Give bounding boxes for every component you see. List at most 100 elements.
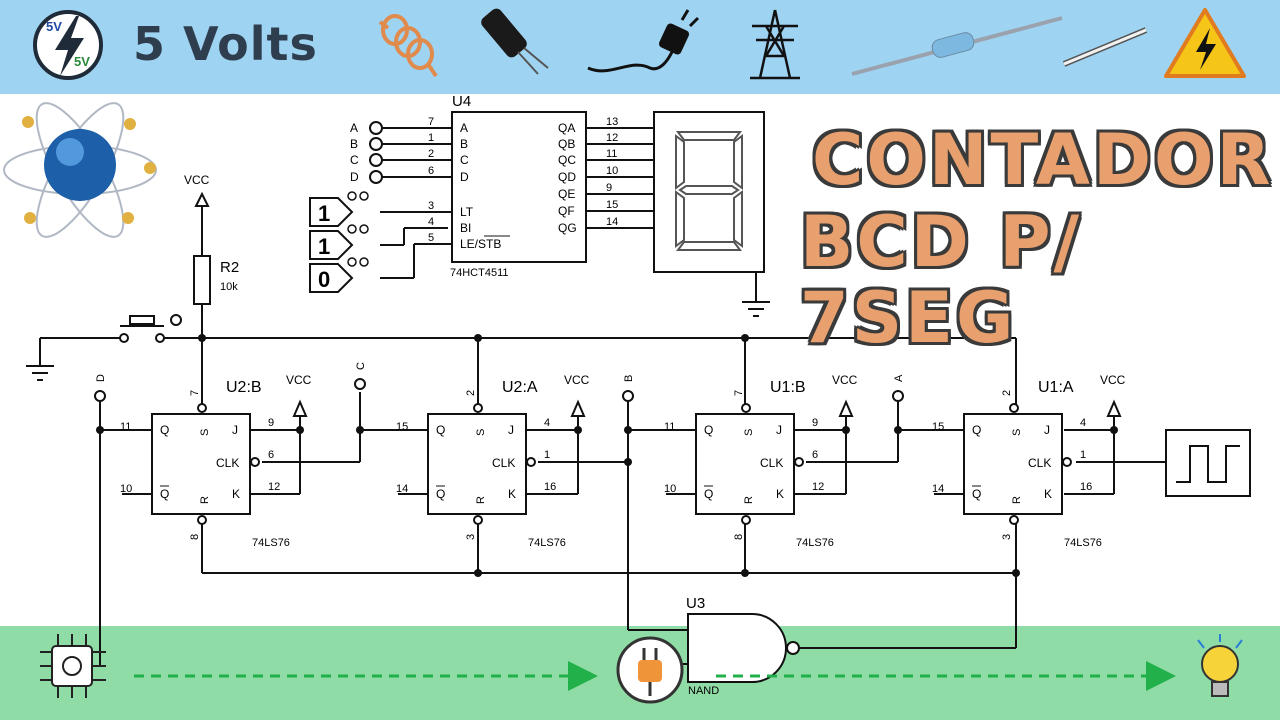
capacitor-icon [481,8,549,75]
pin-number-j: 4 [1080,417,1086,429]
pin-label-s: S [199,429,211,436]
output-probe-terminal [354,378,366,390]
u4-control-pin-BI: 4 [428,216,434,228]
pin-label-k: K [508,487,516,501]
pin-label-q: Q [436,423,445,437]
chip-icon [40,634,106,698]
pin-clk-bubble [1062,457,1072,467]
toggle-up-icon [347,257,357,267]
logic-state-value: 1 [318,234,330,259]
high-voltage-warning-icon [1164,8,1246,78]
pin-number-r: 3 [1001,534,1013,540]
brand-name: 5 Volts [133,17,318,71]
output-net-label: A [893,374,905,382]
pin-number-r: 3 [465,534,477,540]
u4-output-name-QE: QE [558,187,575,201]
pin-clk-bubble [250,457,260,467]
flip-flop-body [963,413,1063,515]
logic-state-source [309,263,354,293]
pin-number-s: 7 [189,390,201,396]
page-title-line-1: CONTADOR [812,119,1274,201]
vcc-arrow [1106,399,1122,417]
flip-flop-part: 74LS76 [252,537,290,549]
pin-label-clk: CLK [760,456,783,470]
u4-output-pin-QG: 14 [606,216,618,228]
pin-number-s: 2 [465,390,477,396]
u4-input-terminal-B [369,137,383,151]
pin-s-bubble [473,403,483,413]
pin-number-qn: 10 [120,483,132,495]
flip-flop-body [427,413,527,515]
ground-symbol-left [26,365,54,381]
u4-output-pin-QB: 12 [606,132,618,144]
logo-bottom-label: 5V [74,54,90,69]
pin-number-q: 15 [396,421,408,433]
pin-number-q: 15 [932,421,944,433]
pin-label-j: J [776,423,782,437]
u4-output-name-QC: QC [558,153,576,167]
u4-input-name-A: A [460,121,468,135]
pin-label-k: K [232,487,240,501]
brand-logo: 5V 5V [33,10,103,80]
vcc-resistor-group: VCC R2 10k [184,173,239,305]
power-tower-icon [750,9,800,80]
flip-flop-ref: U1:B [770,379,806,396]
u4-input-terminal-A [369,121,383,135]
u4-output-pin-QC: 11 [606,148,617,160]
decoder-u4: U4 74HCT4511 [450,93,587,279]
pin-number-k: 12 [812,481,824,493]
pin-label-r: R [1011,496,1023,504]
page-title-line-2: BCD P/ 7SEG [800,201,1083,359]
pin-s-bubble [741,403,751,413]
pin-number-s: 2 [1001,390,1013,396]
light-bulb-icon [1197,634,1243,697]
u4-output-pin-QE: 9 [606,182,612,194]
logo-top-label: 5V [46,19,62,34]
pin-label-r: R [199,496,211,504]
pin-number-clk: 6 [812,449,818,461]
u4-input-net-C: C [350,153,359,167]
pin-label-j: J [232,423,238,437]
u4-input-name-D: D [460,170,469,184]
pin-s-bubble [197,403,207,413]
toggle-up-icon [347,191,357,201]
pin-number-qn: 10 [664,483,676,495]
u4-input-terminal-D [369,170,383,184]
pin-number-clk: 1 [544,449,550,461]
u4-output-name-QG: QG [558,221,577,235]
pin-clk-bubble [794,457,804,467]
output-net-label: C [355,362,367,370]
pin-number-r: 8 [733,534,745,540]
resistor-r2 [193,255,211,305]
toggle-up-icon [347,224,357,234]
pin-number-j: 4 [544,417,550,429]
logic-state-value: 0 [318,267,330,292]
output-probe-terminal [892,390,904,402]
flip-flop-ref: U2:B [226,379,262,396]
junction-dots [96,334,1118,577]
flip-flop-part: 74LS76 [1064,537,1102,549]
u4-output-name-QD: QD [558,170,576,184]
plug-icon [616,636,684,704]
u4-output-pin-QA: 13 [606,116,618,128]
nand-gate-u3: U3 NAND [686,595,800,697]
flip-flop-ref: U2:A [502,379,538,396]
flip-flop-part: 74LS76 [796,537,834,549]
seven-segment-display [653,111,765,273]
flip-flop-body [695,413,795,515]
pin-label-s: S [743,429,755,436]
pin-number-j: 9 [268,417,274,429]
pin-label-q: Q [704,423,713,437]
vcc-arrow [570,399,586,417]
u4-control-pin-LE/STB: 5 [428,232,434,244]
pen-icon [1062,27,1148,67]
output-probe-terminal [94,390,106,402]
u4-output-name-QB: QB [558,137,575,151]
pin-number-j: 9 [812,417,818,429]
push-button-switch[interactable] [119,314,182,343]
